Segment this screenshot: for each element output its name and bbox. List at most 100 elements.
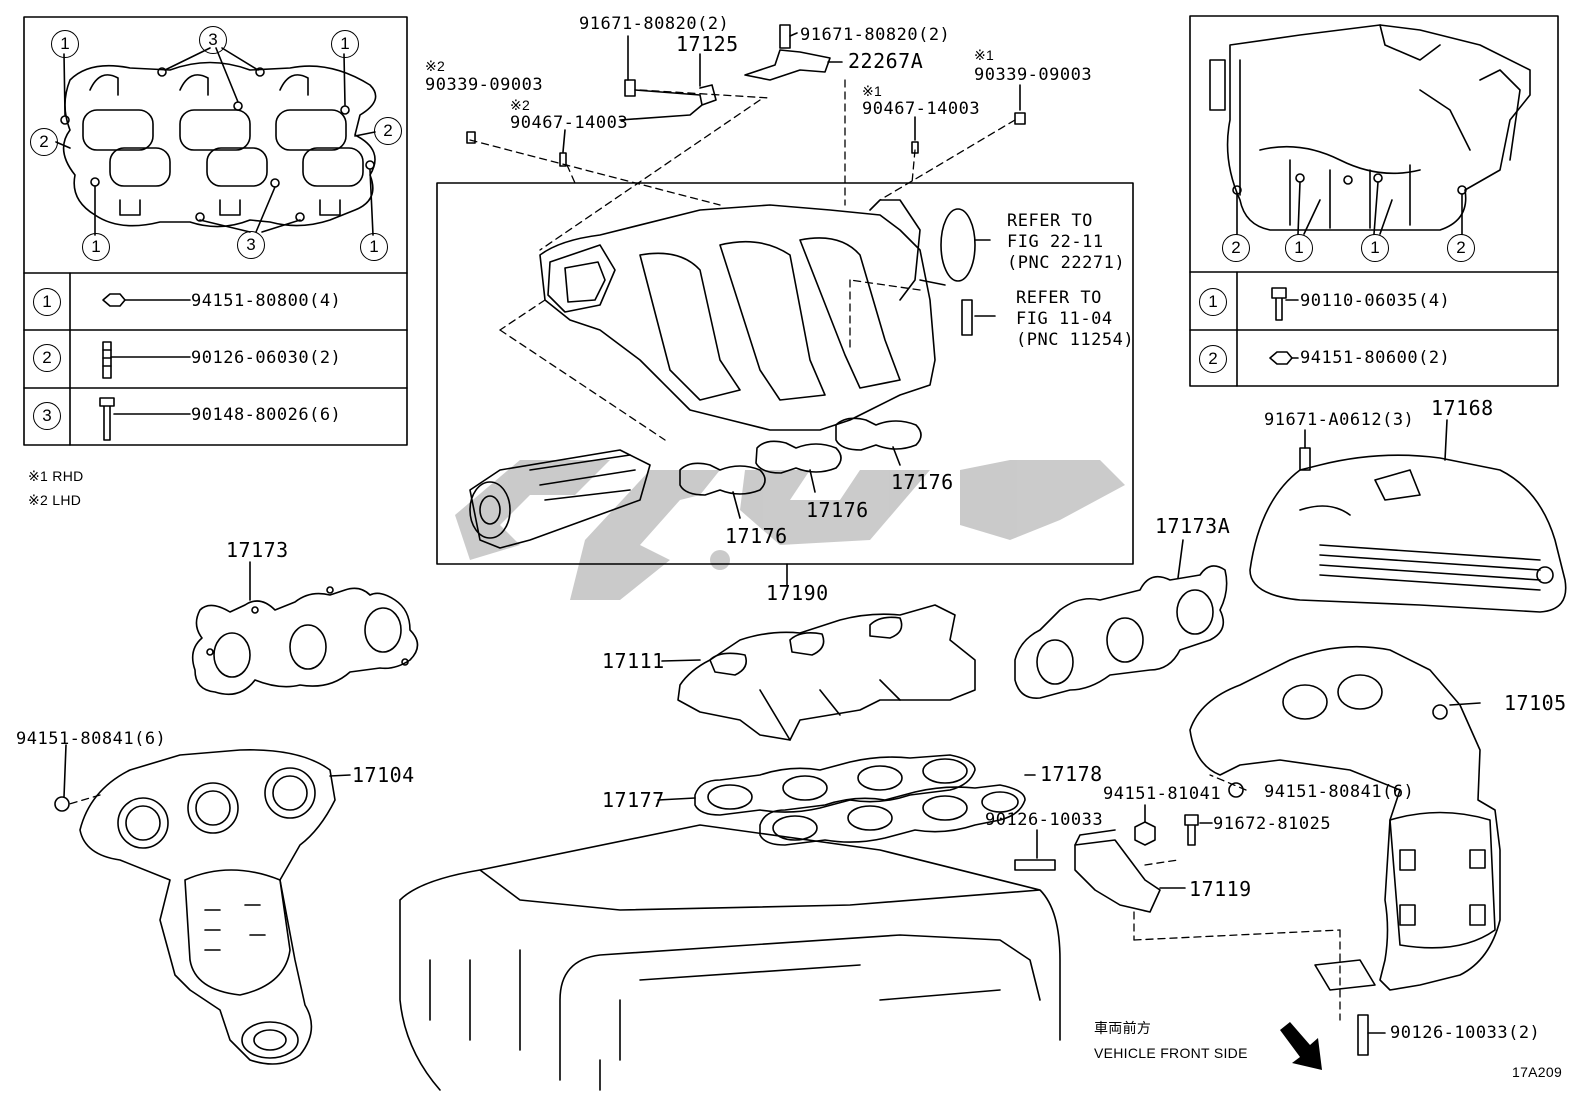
nut-90467-l bbox=[559, 152, 567, 167]
refer-fig-link[interactable]: FIG 11-04 bbox=[1016, 309, 1113, 329]
table-row-num: 2 bbox=[1199, 345, 1227, 373]
part-label[interactable]: 94151-80841(6) bbox=[1264, 782, 1415, 802]
intake-runner-part bbox=[469, 449, 651, 549]
intake-gasket-outline bbox=[62, 61, 377, 228]
part-label[interactable]: 94151-80841(6) bbox=[16, 729, 167, 749]
part-number[interactable]: 90110-06035(4) bbox=[1300, 291, 1451, 311]
part-label[interactable]: 17177 bbox=[602, 788, 665, 812]
part-label[interactable]: 17176 bbox=[725, 524, 788, 548]
part-label[interactable]: 91671-A0612(3) bbox=[1264, 410, 1415, 430]
gasket-17177 bbox=[694, 754, 976, 816]
marker-1: 1 bbox=[51, 30, 79, 58]
watermark-logo bbox=[455, 460, 1125, 600]
part-label[interactable]: 17190 bbox=[766, 581, 829, 605]
part-label[interactable]: 17173A bbox=[1155, 514, 1231, 538]
part-label[interactable]: 17105 bbox=[1504, 691, 1567, 715]
refer-pnc: (PNC 11254) bbox=[1016, 330, 1135, 350]
marker-2: 2 bbox=[1222, 234, 1250, 262]
part-label[interactable]: 17125 bbox=[676, 32, 739, 56]
vehicle-front-arrow-icon bbox=[1280, 1022, 1322, 1070]
left-inset-box bbox=[23, 16, 408, 446]
direction-en: VEHICLE FRONT SIDE bbox=[1094, 1045, 1248, 1061]
part-label[interactable]: 17168 bbox=[1431, 396, 1494, 420]
part-label[interactable]: 17178 bbox=[1040, 762, 1103, 786]
stud-icon-2 bbox=[102, 341, 112, 379]
bracket-22267A bbox=[744, 24, 831, 81]
note-mark: ※2 bbox=[510, 97, 531, 113]
refer-fig-link[interactable]: FIG 22-11 bbox=[1007, 232, 1104, 252]
part-label[interactable]: 91671-80820(2) bbox=[579, 14, 730, 34]
marker-1: 1 bbox=[1361, 234, 1389, 262]
note-mark: ※1 bbox=[974, 47, 995, 63]
marker-1: 1 bbox=[82, 233, 110, 261]
part-number[interactable]: 94151-80800(4) bbox=[191, 291, 342, 311]
part-number[interactable]: 94151-80600(2) bbox=[1300, 348, 1451, 368]
marker-1: 1 bbox=[360, 233, 388, 261]
exhaust-manifold-17104 bbox=[79, 749, 336, 1065]
figure-id: 17A209 bbox=[1512, 1064, 1563, 1080]
marker-2: 2 bbox=[374, 117, 402, 145]
part-label[interactable]: 90126-10033 bbox=[985, 810, 1104, 830]
marker-1: 1 bbox=[1285, 234, 1313, 262]
note-rhd: ※1 RHD bbox=[28, 468, 84, 484]
throttle-gasket-ring bbox=[940, 208, 976, 282]
stud-90126-10033 bbox=[1014, 859, 1056, 871]
nut-94151-81041 bbox=[1134, 821, 1156, 846]
part-label[interactable]: 91672-81025 bbox=[1213, 814, 1332, 834]
nut-90467-r bbox=[911, 141, 919, 154]
engine-block-outline bbox=[399, 824, 1061, 1091]
part-label[interactable]: 17173 bbox=[226, 538, 289, 562]
exhaust-gasket-17173A bbox=[1014, 565, 1228, 699]
bolt-icon-3 bbox=[99, 397, 115, 441]
part-label[interactable]: 90467-14003 bbox=[862, 99, 981, 119]
part-label[interactable]: 17104 bbox=[352, 763, 415, 787]
part-label[interactable]: 17176 bbox=[806, 498, 869, 522]
exhaust-manifold-17105 bbox=[1189, 645, 1501, 991]
intake-manifold-box bbox=[436, 182, 1134, 565]
part-label[interactable]: 90467-14003 bbox=[510, 113, 629, 133]
table-row-num: 2 bbox=[33, 344, 61, 372]
table-row-num: 1 bbox=[1199, 288, 1227, 316]
refer-label: REFER TO bbox=[1007, 211, 1093, 231]
marker-3: 3 bbox=[199, 26, 227, 54]
intake-manifold-outline bbox=[539, 204, 936, 431]
manifold-17111 bbox=[677, 604, 976, 741]
table-row-num: 3 bbox=[33, 402, 61, 430]
right-inset-box bbox=[1189, 15, 1559, 387]
gasket-17178 bbox=[759, 784, 1026, 846]
part-label[interactable]: 17176 bbox=[891, 470, 954, 494]
part-label[interactable]: 17111 bbox=[602, 649, 665, 673]
part-label[interactable]: 91671-80820(2) bbox=[800, 25, 951, 45]
marker-1: 1 bbox=[331, 30, 359, 58]
part-label[interactable]: 94151-81041 bbox=[1103, 784, 1222, 804]
part-label[interactable]: 22267A bbox=[848, 49, 924, 73]
note-lhd: ※2 LHD bbox=[28, 492, 82, 508]
bracket-17125 bbox=[619, 79, 717, 121]
plug-90339-l bbox=[466, 131, 476, 144]
stud-90126-10033-2 bbox=[1357, 1014, 1369, 1056]
nut-icon-1 bbox=[102, 293, 126, 307]
plug-90339-r bbox=[1014, 112, 1026, 125]
part-number[interactable]: 90148-80026(6) bbox=[191, 405, 342, 425]
refer-label: REFER TO bbox=[1016, 288, 1102, 308]
bolt-icon-r1 bbox=[1271, 287, 1287, 321]
exhaust-gasket-17173 bbox=[191, 587, 419, 696]
part-label[interactable]: 90126-10033(2) bbox=[1390, 1023, 1541, 1043]
refer-pnc: (PNC 22271) bbox=[1007, 253, 1126, 273]
direction-jp: 車両前方 bbox=[1094, 1020, 1152, 1036]
marker-2: 2 bbox=[30, 128, 58, 156]
dashed-leaders bbox=[65, 79, 1341, 1021]
nut-icon-r2 bbox=[1269, 351, 1293, 365]
marker-2: 2 bbox=[1447, 234, 1475, 262]
air-intake-plenum-outline bbox=[1226, 24, 1531, 231]
part-label[interactable]: 90339-09003 bbox=[425, 75, 544, 95]
part-label[interactable]: 90339-09003 bbox=[974, 65, 1093, 85]
part-label[interactable]: 17119 bbox=[1189, 877, 1252, 901]
part-number[interactable]: 90126-06030(2) bbox=[191, 348, 342, 368]
marker-3: 3 bbox=[237, 231, 265, 259]
note-mark: ※2 bbox=[425, 58, 446, 74]
bracket-17119 bbox=[1074, 839, 1161, 913]
heat-insulator-17168 bbox=[1249, 454, 1567, 613]
